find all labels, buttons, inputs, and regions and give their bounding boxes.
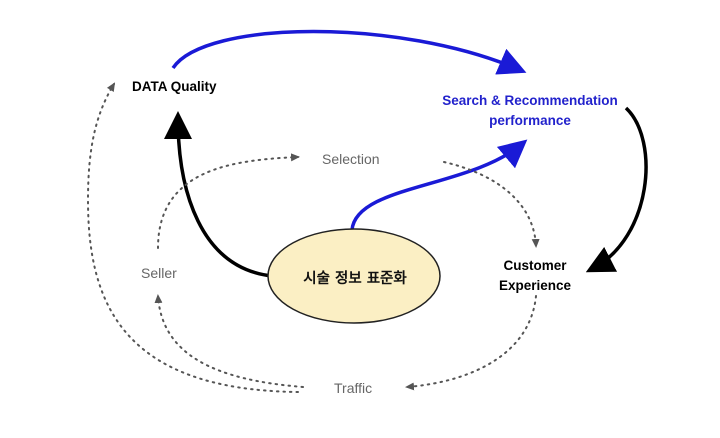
dotted-traffic-to-quality — [86, 82, 299, 393]
node-traffic: Traffic — [334, 380, 373, 396]
node-data-quality: DATA Quality — [132, 79, 217, 94]
node-customer-experience: Customer Experience — [490, 256, 580, 296]
node-customer-line1: Customer — [503, 258, 567, 273]
dotted-seller-to-selection — [157, 153, 300, 249]
arrow-quality-to-search — [171, 29, 527, 75]
center-ellipse — [267, 228, 441, 324]
node-search-recommendation: Search & Recommendation performance — [432, 91, 628, 131]
node-selection: Selection — [322, 151, 380, 167]
node-search-line1: Search & Recommendation — [442, 93, 618, 108]
node-search-line2: performance — [489, 113, 571, 128]
arrow-center-to-search — [350, 139, 528, 231]
node-seller: Seller — [141, 265, 177, 281]
arrow-search-to-customer — [585, 106, 648, 273]
dotted-traffic-to-seller — [154, 294, 304, 388]
dotted-customer-to-traffic — [405, 295, 537, 391]
center-label: 시술 정보 표준화 — [303, 271, 407, 287]
arrow-center-to-quality — [164, 111, 273, 278]
node-customer-line2: Experience — [498, 278, 572, 293]
